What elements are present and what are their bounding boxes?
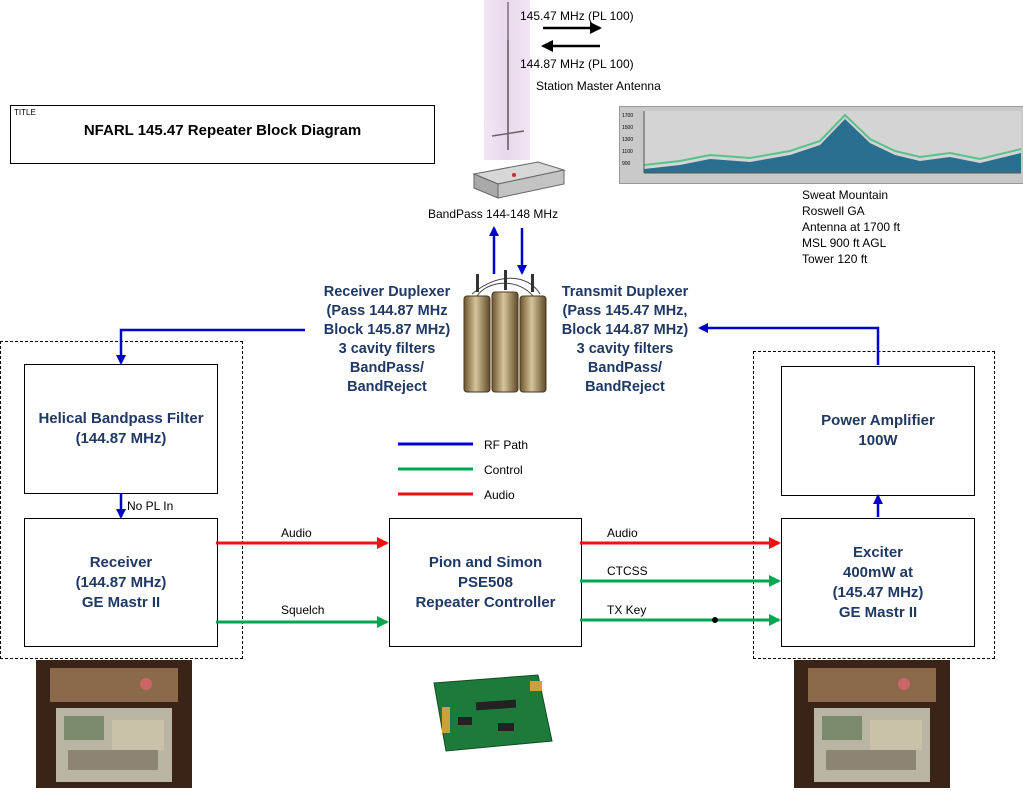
receiver-photo: [36, 660, 192, 788]
rx-audio-label: Audio: [281, 526, 312, 540]
no-pl-label: No PL In: [127, 499, 174, 513]
bandpass-label: BandPass 144-148 MHz: [428, 207, 559, 221]
antenna-drawing: [491, 2, 525, 150]
controller-board-photo: [428, 671, 556, 755]
transmit-duplexer-label: Transmit Duplexer (Pass 145.47 MHz, Bloc…: [561, 284, 689, 395]
tx-key-label: TX Key: [607, 603, 647, 617]
receiver-duplexer-label: Receiver Duplexer (Pass 144.87 MHz Block…: [323, 284, 451, 395]
helical-bandpass-filter-block: Helical Bandpass Filter (144.87 MHz): [24, 364, 218, 494]
legend-control-label: Control: [484, 463, 523, 477]
bandpass-filter-image: [468, 160, 568, 200]
site-info-line: Tower 120 ft: [802, 252, 868, 266]
svg-text:1700: 1700: [622, 113, 633, 119]
rx-frequency-label: 144.87 MHz (PL 100): [520, 57, 634, 71]
exciter-photo: [794, 660, 950, 788]
site-info-line: MSL 900 ft AGL: [802, 236, 887, 250]
title-tag: TITLE: [14, 108, 36, 117]
squelch-label: Squelch: [281, 603, 325, 617]
svg-text:900: 900: [622, 161, 631, 167]
rf-path-pa-to-duplexer: [698, 323, 880, 365]
power-amplifier-block: Power Amplifier 100W: [781, 366, 975, 496]
svg-text:1300: 1300: [622, 137, 633, 143]
svg-text:1500: 1500: [622, 125, 633, 131]
svg-text:1100: 1100: [622, 149, 633, 155]
diagram-title: NFARL 145.47 Repeater Block Diagram: [83, 122, 362, 139]
site-info-line: Roswell GA: [802, 204, 865, 218]
site-info: Sweat Mountain Roswell GA Antenna at 170…: [802, 187, 900, 267]
antenna-name-label: Station Master Antenna: [536, 79, 661, 93]
receiver-block: Receiver (144.87 MHz) GE Mastr II: [24, 518, 218, 647]
ctcss-label: CTCSS: [607, 564, 648, 578]
tx-key-junction: [712, 617, 718, 623]
site-info-line: Antenna at 1700 ft: [802, 220, 901, 234]
legend-rf-label: RF Path: [484, 438, 529, 452]
tx-frequency-label: 145.47 MHz (PL 100): [520, 9, 634, 23]
title-block: TITLE NFARL 145.47 Repeater Block Diagra…: [10, 105, 435, 164]
antenna-image: [484, 0, 530, 160]
duplexer-image: [458, 268, 552, 398]
repeater-controller-block: Pion and Simon PSE508 Repeater Controlle…: [389, 518, 582, 647]
rf-path-to-helical: [116, 328, 305, 365]
tx-audio-label: Audio: [607, 526, 638, 540]
elevation-profile-image: 1700 1500 1300 1100 900: [619, 106, 1023, 184]
site-info-line: Sweat Mountain: [802, 188, 889, 202]
legend-audio-label: Audio: [484, 488, 515, 502]
exciter-block: Exciter 400mW at (145.47 MHz) GE Mastr I…: [781, 518, 975, 647]
transmitter-enclosure: [753, 351, 995, 659]
